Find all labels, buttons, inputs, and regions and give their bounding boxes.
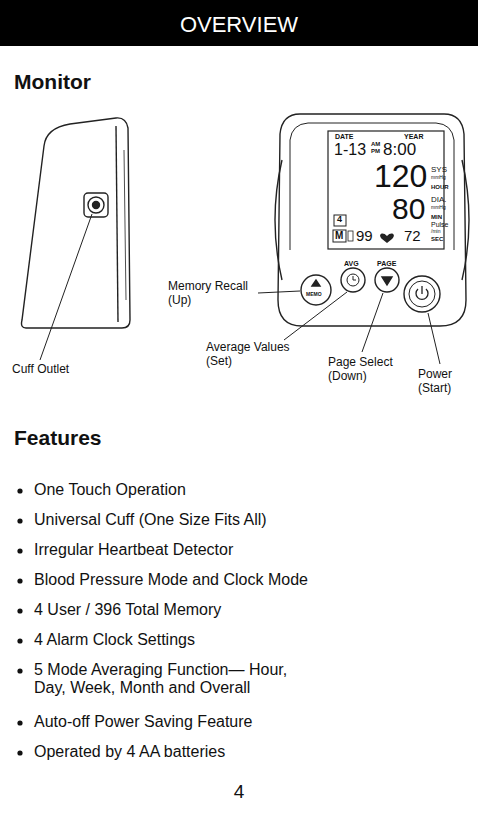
callout-label: Power (Start) — [418, 368, 462, 396]
callout-label: Page Select (Down) — [328, 356, 402, 384]
lcd-digits: 8:00 — [383, 141, 416, 158]
user-icon — [334, 215, 346, 226]
callout-label: Memory Recall (Up) — [168, 280, 258, 308]
lcd-digits: 72 — [404, 228, 421, 243]
lcd-digits: 80 — [392, 194, 425, 224]
down-arrow — [382, 277, 392, 285]
outlet-housing — [84, 193, 108, 217]
button-label: MEMO — [306, 292, 322, 297]
memo-button — [301, 275, 331, 305]
lcd-label: DATE — [335, 133, 354, 140]
feature-item: 4 User / 396 Total Memory — [34, 601, 221, 619]
front-housing — [278, 114, 466, 326]
feature-item: Blood Pressure Mode and Clock Mode — [34, 571, 308, 589]
feature-item: Operated by 4 AA batteries — [34, 743, 225, 761]
clock-symbol — [347, 274, 359, 286]
leader-line — [40, 214, 92, 360]
outlet-hole — [93, 202, 100, 209]
feature-item: 4 Alarm Clock Settings — [34, 631, 195, 649]
lcd-label: HOUR — [431, 184, 449, 190]
section-heading: Features — [14, 426, 102, 450]
feature-item: One Touch Operation — [34, 481, 186, 499]
lcd-label: 4 — [337, 215, 342, 224]
button-label: AVG — [344, 260, 359, 267]
feature-item: Irregular Heartbeat Detector — [34, 541, 233, 559]
lcd-label: M — [335, 231, 343, 241]
side-edge — [116, 126, 118, 322]
callout-label: Cuff Outlet — [12, 363, 69, 377]
feature-item: Auto-off Power Saving Feature — [34, 713, 253, 731]
lcd-label: MIN — [431, 214, 442, 220]
lcd-digits: 120 — [374, 160, 427, 192]
lcd-label: Pulse — [431, 221, 449, 228]
page-title: OVERVIEW — [0, 12, 478, 37]
lcd-label: /min — [431, 229, 440, 234]
lcd-label: mmHg — [431, 205, 446, 210]
lcd-digits: 1-13 — [334, 142, 366, 158]
power-symbol — [416, 286, 428, 299]
bullets — [17, 488, 22, 755]
lcd-screen — [328, 131, 444, 249]
bullet — [17, 608, 22, 613]
button-label: PAGE — [377, 260, 396, 267]
bullet — [17, 488, 22, 493]
bullet — [17, 668, 22, 673]
power-ring — [409, 281, 435, 307]
heart-icon — [380, 233, 394, 243]
lcd-label: PM — [371, 148, 380, 154]
leader-line — [362, 293, 383, 352]
lcd-digits: 99 — [356, 228, 373, 243]
callout-label: Average Values (Set) — [206, 341, 300, 369]
cuff-outlet — [88, 197, 104, 213]
bullet — [17, 720, 22, 725]
display-bezel — [290, 123, 454, 250]
bullet — [17, 578, 22, 583]
memory-slot-icon — [348, 231, 353, 241]
feature-item: 5 Mode Averaging Function— Hour, Day, We… — [34, 661, 294, 698]
lcd-label: YEAR — [404, 133, 423, 140]
leader-line — [284, 292, 347, 340]
leader-line — [258, 291, 300, 293]
lcd-label: DIA. — [431, 196, 447, 204]
avg-button — [341, 268, 365, 292]
page-button — [375, 268, 399, 292]
lcd-label: SEC — [431, 236, 443, 242]
bullet — [17, 750, 22, 755]
feature-item: Universal Cuff (One Size Fits All) — [34, 511, 267, 529]
bullet — [17, 638, 22, 643]
side-housing — [22, 118, 131, 328]
leader-line — [428, 313, 440, 364]
bullet — [17, 518, 22, 523]
up-arrow — [312, 280, 320, 286]
lcd-label: AM — [371, 141, 380, 147]
lcd-label: mmHg — [431, 175, 446, 180]
bullet — [17, 548, 22, 553]
side-panel — [124, 150, 126, 300]
memory-icon — [333, 230, 346, 242]
lcd-label: SYS — [431, 166, 447, 174]
left-grip — [275, 160, 282, 280]
page-number: 4 — [0, 781, 478, 803]
clock-hands — [353, 276, 356, 280]
section-heading: Monitor — [14, 70, 91, 94]
right-grip — [462, 160, 469, 280]
power-button — [404, 276, 440, 312]
